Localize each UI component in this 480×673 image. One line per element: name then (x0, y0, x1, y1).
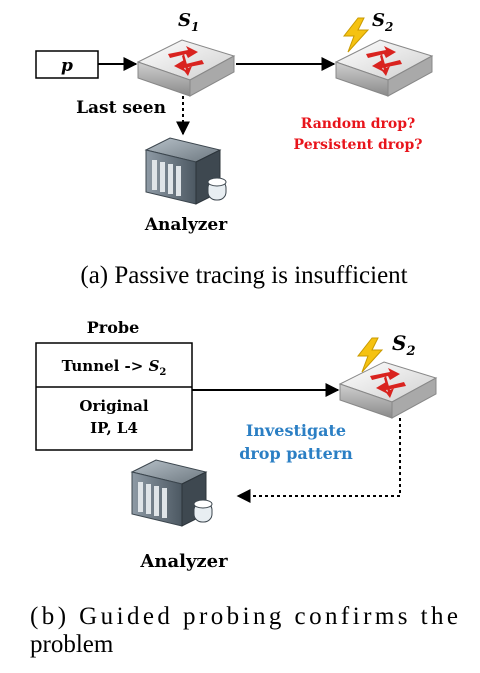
analyzer-label: Analyzer (144, 215, 228, 235)
persistent-drop-question: Persistent drop? (294, 137, 423, 153)
original-header-line1: Original (79, 397, 148, 415)
switch-s1-label: S1 (178, 10, 199, 34)
packet-box (35, 50, 99, 79)
probe-packet-box (35, 342, 193, 451)
random-drop-question: Random drop? (301, 116, 416, 132)
tunnel-header: Tunnel -> S2 (62, 357, 167, 378)
investigate-line2: drop pattern (239, 444, 353, 463)
caption-a: (a) Passive tracing is insufficient (80, 262, 407, 289)
switch-s1-icon (137, 39, 235, 97)
last-seen-label: Last seen (76, 98, 166, 118)
switch-s2-label-b: S2 (392, 331, 416, 359)
probe-title: Probe (87, 318, 140, 337)
switch-s2-icon (339, 361, 437, 419)
analyzer-server-icon (145, 137, 227, 205)
lightning-icon (343, 17, 369, 53)
panel-b: Probe Tunnel -> S2 Original IP, L4 S2 In… (30, 318, 458, 658)
analyzer-label-b: Analyzer (139, 551, 228, 572)
switch-s2-label: S2 (372, 10, 393, 34)
caption-b-line1: (b) Guided probing confirms the (30, 603, 458, 630)
caption-b-line2: problem (30, 631, 114, 658)
original-header-line2: IP, L4 (90, 419, 138, 437)
panel-a: p S1 S2 Last seen Random drop? Persisten… (35, 10, 433, 289)
arrow-s2-to-analyzer (236, 418, 401, 503)
analyzer-server-icon (131, 459, 213, 527)
investigate-line1: Investigate (246, 421, 346, 440)
packet-label: p (61, 56, 73, 76)
